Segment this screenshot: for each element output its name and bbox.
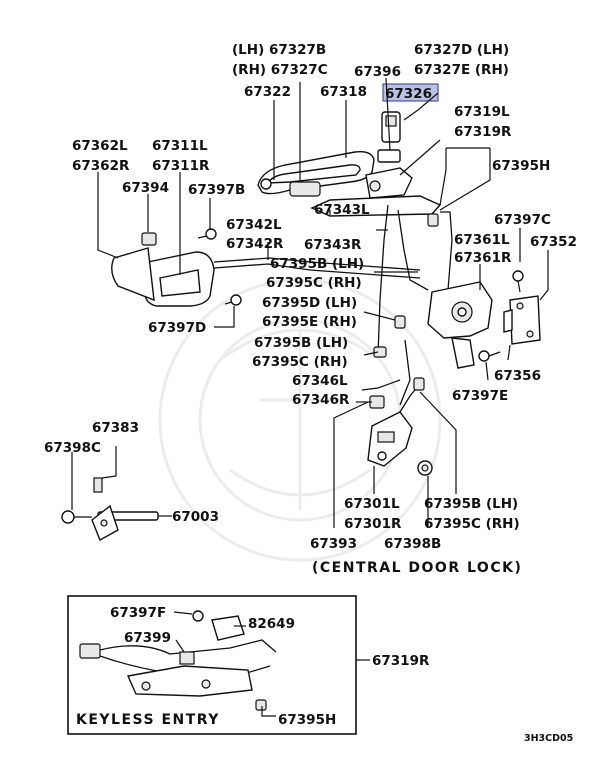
label-67346r: 67346R bbox=[292, 392, 350, 408]
lock-cylinder-assembly bbox=[310, 167, 442, 217]
label-67397c: 67397C bbox=[494, 212, 551, 228]
clip-67395b-c-lower bbox=[413, 377, 425, 391]
keyless-entry-parts bbox=[79, 610, 277, 711]
clip-67395d bbox=[394, 315, 406, 329]
label-67342l: 67342L bbox=[226, 217, 282, 233]
inside-handle bbox=[111, 247, 215, 307]
label-67397b: 67397B bbox=[188, 182, 245, 198]
keyless-entry-box bbox=[67, 595, 357, 735]
label-67397e: 67397E bbox=[452, 388, 508, 404]
label-67393: 67393 bbox=[310, 536, 357, 552]
label-67396: 67396 bbox=[354, 64, 401, 80]
label-67397d: 67397D bbox=[148, 320, 206, 336]
label-67342r: 67342R bbox=[226, 236, 284, 252]
clip-67395b-c bbox=[373, 346, 387, 358]
label-67352: 67352 bbox=[530, 234, 577, 250]
label-67362r: 67362R bbox=[72, 158, 130, 174]
label-67318: 67318 bbox=[320, 84, 367, 100]
label-67319r-box: 67319R bbox=[372, 653, 430, 669]
label-67326: 67326 bbox=[385, 86, 432, 102]
label-67343l: 67343L bbox=[314, 202, 370, 218]
door-check bbox=[61, 477, 159, 541]
label-67003: 67003 bbox=[172, 509, 219, 525]
label-67394: 67394 bbox=[122, 180, 169, 196]
label-67301l: 67301L bbox=[344, 496, 400, 512]
label-67362l: 67362L bbox=[72, 138, 128, 154]
screw-67397e bbox=[478, 350, 501, 362]
label-67327c: (RH) 67327C bbox=[232, 62, 328, 78]
label-67395c-rh-3: 67395C (RH) bbox=[424, 516, 520, 532]
label-67398c: 67398C bbox=[44, 440, 101, 456]
label-67361l: 67361L bbox=[454, 232, 510, 248]
door-striker bbox=[503, 295, 541, 345]
label-67343r: 67343R bbox=[304, 237, 362, 253]
outer-handle bbox=[257, 150, 375, 197]
label-67395e-rh: 67395E (RH) bbox=[262, 314, 357, 330]
label-67398b: 67398B bbox=[384, 536, 441, 552]
label-67395h-top: 67395H bbox=[492, 158, 550, 174]
diagram-code: 3H3CD05 bbox=[524, 733, 573, 744]
label-67361r: 67361R bbox=[454, 250, 512, 266]
label-67311r: 67311R bbox=[152, 158, 210, 174]
label-67319r: 67319R bbox=[454, 124, 512, 140]
label-67395h-box: 67395H bbox=[278, 712, 336, 728]
label-67327e: 67327E (RH) bbox=[414, 62, 509, 78]
label-67399: 67399 bbox=[124, 630, 171, 646]
label-67327b: (LH) 67327B bbox=[232, 42, 326, 58]
screw-67397c bbox=[512, 270, 524, 293]
label-67301r: 67301R bbox=[344, 516, 402, 532]
label-67395c-rh-1: 67395C (RH) bbox=[266, 275, 362, 291]
leader-lines bbox=[71, 77, 549, 528]
label-67327d: 67327D (LH) bbox=[414, 42, 509, 58]
label-82649: 82649 bbox=[248, 616, 295, 632]
label-67322: 67322 bbox=[244, 84, 291, 100]
label-67395d-lh: 67395D (LH) bbox=[262, 295, 357, 311]
central-lock-actuator bbox=[367, 385, 419, 467]
label-67395c-rh-2: 67395C (RH) bbox=[252, 354, 348, 370]
label-67395b-lh-3: 67395B (LH) bbox=[424, 496, 518, 512]
key-cylinder bbox=[377, 111, 401, 163]
clip-67394 bbox=[141, 232, 157, 246]
clip-67346 bbox=[369, 395, 385, 409]
keyless-leader-lines bbox=[173, 611, 370, 717]
label-67395b-lh-1: 67395B (LH) bbox=[270, 256, 364, 272]
screw-67397b bbox=[197, 228, 217, 240]
door-lock-actuator bbox=[427, 281, 493, 369]
label-67346l: 67346L bbox=[292, 373, 348, 389]
linkage-rods bbox=[213, 204, 453, 406]
central-door-lock-caption: (CENTRAL DOOR LOCK) bbox=[312, 560, 522, 576]
keyless-entry-caption: KEYLESS ENTRY bbox=[76, 712, 220, 728]
label-67397f: 67397F bbox=[110, 605, 166, 621]
clip-67395h-top bbox=[427, 213, 439, 227]
highlight-box-67326 bbox=[382, 83, 439, 102]
label-67356: 67356 bbox=[494, 368, 541, 384]
screw-67398b bbox=[417, 460, 433, 476]
label-67319l: 67319L bbox=[454, 104, 510, 120]
label-67311l: 67311L bbox=[152, 138, 208, 154]
label-67395b-lh-2: 67395B (LH) bbox=[254, 335, 348, 351]
screw-67397d bbox=[224, 294, 242, 306]
label-67383: 67383 bbox=[92, 420, 139, 436]
